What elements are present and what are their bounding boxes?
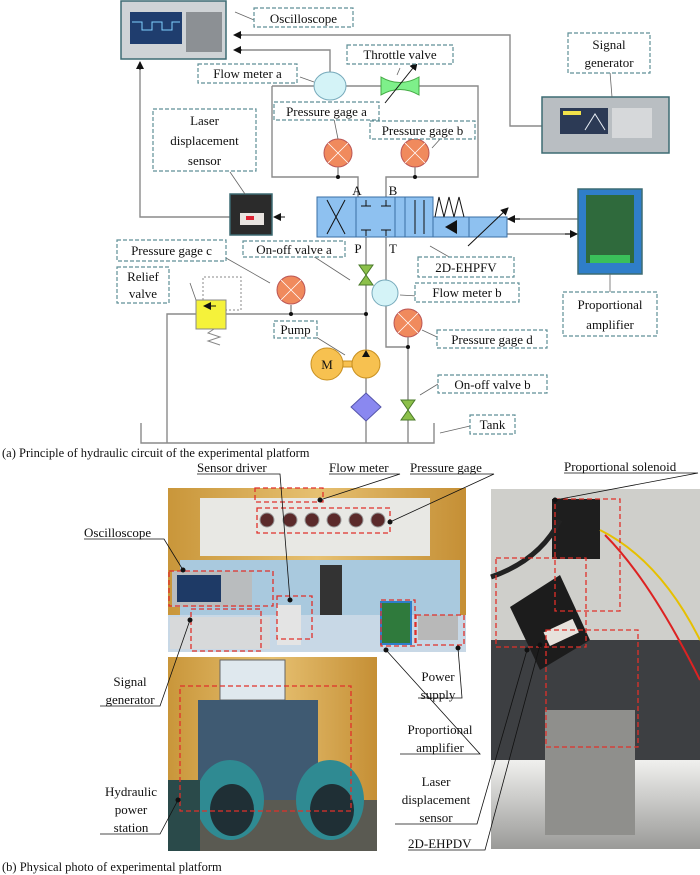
label-sensor-driver: Sensor driver <box>197 460 267 475</box>
port-t-label: T <box>389 241 397 256</box>
label-flow-meter-b: Flow meter b <box>414 282 520 303</box>
label-oscilloscope-photo: Oscilloscope <box>84 525 151 540</box>
test-bench-photo <box>168 488 466 652</box>
label-laser-sensor-photo: Laser displacement sensor <box>402 774 471 825</box>
label-power-supply: Power supply <box>421 669 456 702</box>
svg-text:Relief: Relief <box>127 269 159 284</box>
svg-text:generator: generator <box>105 692 155 707</box>
on-off-valve-a-symbol <box>358 264 374 286</box>
label-oscilloscope: Oscilloscope <box>253 7 354 28</box>
svg-text:Pressure gage b: Pressure gage b <box>382 123 464 138</box>
svg-text:Proportional: Proportional <box>578 297 643 312</box>
label-2d-ehpdv: 2D-EHPDV <box>408 836 472 851</box>
svg-text:Signal: Signal <box>113 674 147 689</box>
svg-text:2D-EHPFV: 2D-EHPFV <box>435 260 497 275</box>
port-a-label: A <box>352 183 362 198</box>
svg-text:Oscilloscope: Oscilloscope <box>270 11 337 26</box>
svg-text:Laser: Laser <box>190 113 220 128</box>
label-pressure-gage-a: Pressure gage a <box>273 101 380 121</box>
label-pressure-gage-d: Pressure gage d <box>436 329 548 349</box>
label-on-off-valve-a: On-off valve a <box>242 240 346 258</box>
svg-text:Tank: Tank <box>480 417 506 432</box>
valve-closeup-photo <box>490 489 700 849</box>
svg-text:supply: supply <box>421 687 456 702</box>
svg-text:Pressure gage c: Pressure gage c <box>131 243 212 258</box>
caption-b: (b) Physical photo of experimental platf… <box>2 860 222 874</box>
svg-text:displacement: displacement <box>402 792 471 807</box>
label-signal-generator: Signal generator <box>567 32 651 74</box>
label-laser-sensor: Laser displacement sensor <box>152 108 257 172</box>
port-p-label: P <box>354 241 361 256</box>
label-flow-meter-a: Flow meter a <box>197 63 298 84</box>
svg-text:Proportional: Proportional <box>408 722 473 737</box>
label-pump: Pump <box>273 320 318 339</box>
svg-text:valve: valve <box>129 286 157 301</box>
label-hydraulic-power-station: Hydraulic power station <box>105 784 157 835</box>
svg-text:Flow meter b: Flow meter b <box>432 285 501 300</box>
svg-text:Flow meter a: Flow meter a <box>213 66 282 81</box>
svg-text:Power: Power <box>421 669 455 684</box>
svg-text:Laser: Laser <box>422 774 452 789</box>
svg-text:power: power <box>115 802 148 817</box>
proportional-amplifier-photo <box>577 188 643 275</box>
svg-text:station: station <box>114 820 149 835</box>
flow-meter-a-symbol <box>313 71 347 101</box>
physical-photos: Sensor driver Flow meter Pressure gage P… <box>2 459 700 874</box>
svg-text:On-off valve a: On-off valve a <box>256 242 332 257</box>
svg-text:Hydraulic: Hydraulic <box>105 784 157 799</box>
hydraulic-station-photo <box>168 657 377 851</box>
2d-ehpfv-valve-symbol <box>316 196 509 247</box>
svg-text:Pump: Pump <box>280 322 310 337</box>
svg-text:amplifier: amplifier <box>416 740 464 755</box>
hydraulic-circuit: M Oscilloscope Signal generator Throttle … <box>2 0 670 460</box>
motor-label: M <box>321 357 333 372</box>
label-signal-generator-photo: Signal generator <box>105 674 155 707</box>
svg-text:Pressure gage a: Pressure gage a <box>286 104 367 119</box>
relief-valve-symbol <box>195 276 242 346</box>
label-pressure-gage-b: Pressure gage b <box>369 120 476 140</box>
throttle-valve-symbol <box>380 76 420 96</box>
label-2d-ehpfv: 2D-EHPFV <box>417 256 515 278</box>
port-b-label: B <box>389 183 398 198</box>
oscilloscope-photo <box>120 0 227 60</box>
svg-text:sensor: sensor <box>419 810 453 825</box>
label-on-off-valve-b: On-off valve b <box>437 374 548 394</box>
label-throttle-valve: Throttle valve <box>346 44 454 65</box>
svg-text:sensor: sensor <box>188 153 222 168</box>
label-proportional-amplifier-photo: Proportional amplifier <box>408 722 473 755</box>
label-proportional-amplifier: Proportional amplifier <box>562 291 658 337</box>
caption-a: (a) Principle of hydraulic circuit of th… <box>2 446 310 460</box>
label-tank: Tank <box>469 414 516 435</box>
filter-symbol <box>350 392 382 422</box>
svg-text:Pressure gage d: Pressure gage d <box>451 332 533 347</box>
svg-text:amplifier: amplifier <box>586 317 634 332</box>
svg-text:On-off valve b: On-off valve b <box>454 377 530 392</box>
svg-text:displacement: displacement <box>170 133 239 148</box>
svg-text:Throttle valve: Throttle valve <box>363 47 437 62</box>
label-pressure-gage-c: Pressure gage c <box>116 239 227 262</box>
on-off-valve-b-symbol <box>400 399 416 421</box>
signal-generator-photo <box>541 96 670 154</box>
label-pressure-gage: Pressure gage <box>410 460 482 475</box>
label-relief-valve: Relief valve <box>116 266 170 304</box>
svg-text:Signal: Signal <box>592 37 626 52</box>
laser-sensor-photo <box>229 193 273 236</box>
label-flow-meter: Flow meter <box>329 460 389 475</box>
label-proportional-solenoid: Proportional solenoid <box>564 459 677 474</box>
svg-text:generator: generator <box>584 55 634 70</box>
flow-meter-b-symbol <box>371 279 399 307</box>
